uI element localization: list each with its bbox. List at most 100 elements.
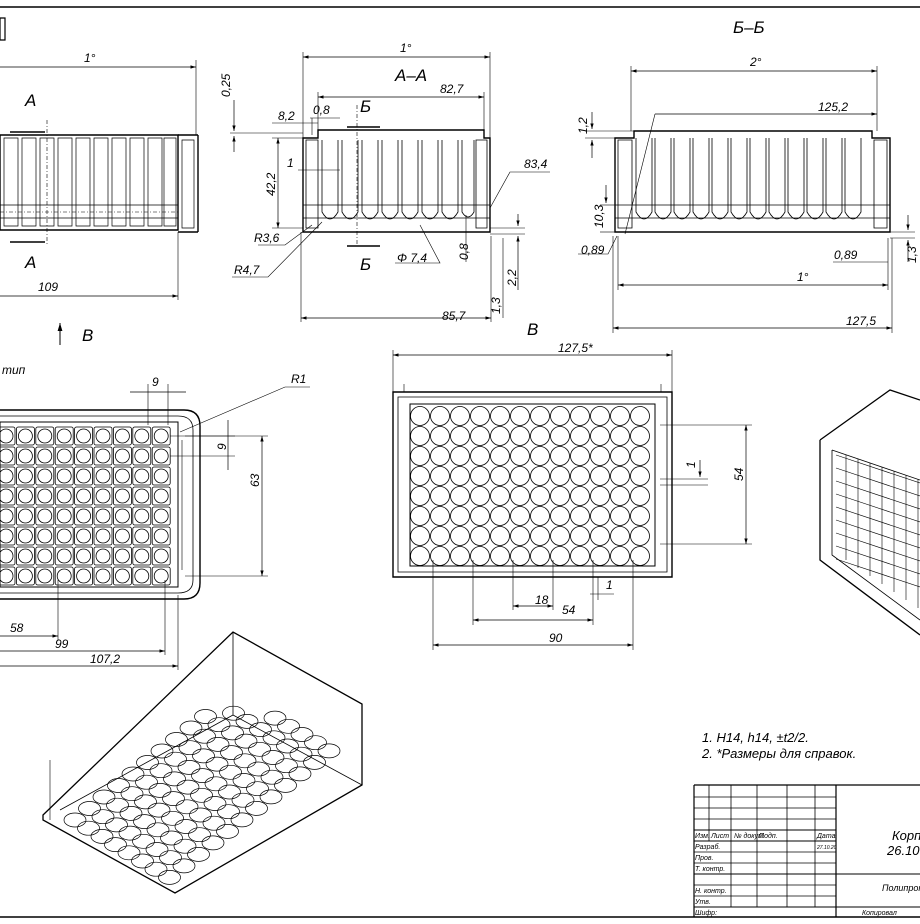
iso-well xyxy=(230,812,254,828)
plan-well-cell xyxy=(16,447,34,465)
view-b-well xyxy=(631,467,650,486)
plan-well xyxy=(154,469,168,483)
view-b-well xyxy=(451,407,470,426)
dim-82-7: 82,7 xyxy=(440,82,465,96)
plan-well-cell xyxy=(94,507,112,525)
view-b-well xyxy=(411,487,430,506)
plan-well xyxy=(18,569,32,583)
iso-well xyxy=(190,787,213,803)
plan-well xyxy=(0,549,13,563)
plan-well xyxy=(38,529,52,543)
iso-well xyxy=(288,766,312,782)
view-b-well xyxy=(451,547,470,566)
iso-grid-line xyxy=(836,507,920,535)
iso-well xyxy=(131,853,154,869)
iso-well xyxy=(203,796,227,811)
view-b-well xyxy=(591,427,610,446)
iso-well xyxy=(163,771,186,787)
dim-83-4: 83,4 xyxy=(524,157,548,171)
iso-well xyxy=(175,799,199,815)
plan-well xyxy=(57,429,71,443)
iso-well xyxy=(172,858,196,874)
view-b-well xyxy=(551,427,570,446)
plan-well xyxy=(135,529,149,543)
plan-well-cell xyxy=(16,527,34,545)
tb-date: 27.10.20 xyxy=(816,845,837,851)
plan-well-cell xyxy=(94,487,112,505)
iso-well xyxy=(132,833,155,849)
iso-well xyxy=(188,827,211,843)
plan-well-cell xyxy=(133,487,151,505)
plan-well xyxy=(77,469,91,483)
plan-well-cell xyxy=(55,487,73,505)
view-b-well xyxy=(451,487,470,506)
iso-well xyxy=(202,815,226,831)
tb-nkontr: Н. контр. xyxy=(695,888,727,895)
view-b-well xyxy=(611,507,630,526)
view-b-well xyxy=(491,467,510,486)
plan-well xyxy=(115,529,129,543)
dim-42-2: 42,2 xyxy=(264,172,278,196)
plan-well xyxy=(77,489,91,503)
dim-54a: 54 xyxy=(732,467,746,481)
view-b-well xyxy=(631,487,650,506)
plan-well xyxy=(0,429,13,443)
view-b-well xyxy=(411,467,430,486)
iso-well xyxy=(260,769,284,785)
dim-2-2: 2,2 xyxy=(505,269,519,287)
iso-well xyxy=(219,764,242,780)
iso-wells xyxy=(63,705,341,885)
plan-well xyxy=(0,449,13,463)
view-b-well xyxy=(411,547,430,566)
plan-well xyxy=(38,509,52,523)
plan-well xyxy=(18,489,32,503)
plan-well xyxy=(115,549,129,563)
plan-well-cell xyxy=(113,567,131,585)
plan-well xyxy=(57,489,71,503)
plan-well xyxy=(115,449,129,463)
plan-well xyxy=(38,489,52,503)
view-b-well xyxy=(551,487,570,506)
view-b-well xyxy=(511,467,530,486)
view-b-well xyxy=(631,407,650,426)
iso-well xyxy=(194,709,217,724)
iso-well xyxy=(77,820,100,836)
iso-grid-line xyxy=(836,494,920,522)
view-b-well xyxy=(591,547,610,566)
dim-bb-2deg: 2° xyxy=(749,55,762,69)
plan-well xyxy=(135,549,149,563)
plan-well-cell xyxy=(36,467,54,485)
iso-well xyxy=(235,714,259,729)
note-1: 1. H14, h14, ±t2/2. xyxy=(702,730,809,745)
plan-well xyxy=(77,529,91,543)
plan-well-cell xyxy=(16,507,34,525)
view-b-well xyxy=(411,447,430,466)
iso-well xyxy=(106,797,129,813)
section-b-b xyxy=(578,66,915,333)
plan-well-cell xyxy=(36,487,54,505)
iso-well xyxy=(105,817,128,833)
iso-grid-line xyxy=(836,520,920,548)
view-b-well xyxy=(591,487,610,506)
iso-well xyxy=(162,791,185,806)
iso-well xyxy=(92,789,116,805)
dim-1-3b: 1,3 xyxy=(905,246,919,263)
view-b-well xyxy=(611,527,630,546)
iso-well xyxy=(277,718,300,734)
plan-well xyxy=(18,469,32,483)
plan-well-cell xyxy=(152,527,170,545)
iso-well xyxy=(135,774,158,790)
plan-well-cell xyxy=(36,567,54,585)
dim-r1: R1 xyxy=(291,372,306,386)
tb-prov: Пров. xyxy=(695,855,714,862)
iso-well xyxy=(174,819,198,834)
view-b-well xyxy=(431,427,450,446)
dim-58: 58 xyxy=(10,621,24,635)
view-b-well xyxy=(571,527,590,546)
view-b-well xyxy=(491,427,510,446)
view-b-well xyxy=(471,467,490,486)
iso-well xyxy=(206,737,230,752)
plan-well xyxy=(135,449,149,463)
tb-tkontr: Т. контр. xyxy=(695,866,725,873)
plan-well xyxy=(57,569,71,583)
